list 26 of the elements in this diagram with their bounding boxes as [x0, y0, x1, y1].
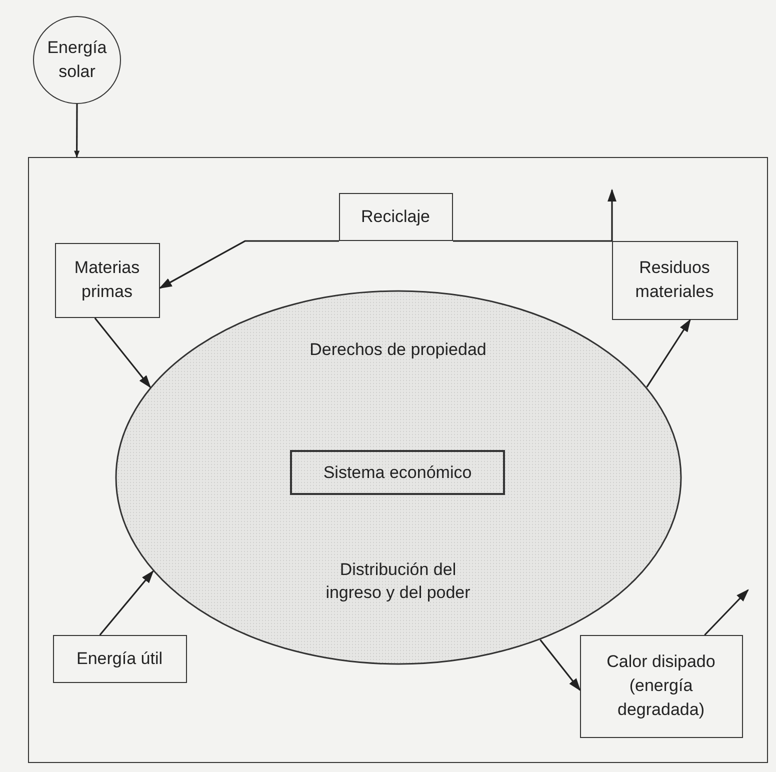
arrow: [704, 589, 749, 636]
arrow: [540, 639, 581, 692]
input-box: [54, 242, 160, 318]
node-label: Derechos de propiedad: [308, 338, 488, 360]
node-label: Reciclaje: [361, 206, 430, 228]
output-box: [580, 634, 742, 738]
arrow: [646, 318, 691, 388]
node-label: Calor disipado (energía degradada): [606, 651, 716, 721]
arrow: [158, 240, 339, 289]
arrow: [607, 188, 617, 241]
source-circle: [33, 16, 121, 104]
arrow: [74, 104, 80, 158]
system-boundary-box: [28, 157, 768, 763]
node-label: Energía útil: [76, 648, 162, 670]
node-label: Materias primas: [73, 257, 141, 303]
node-label: Sistema económico: [323, 462, 472, 484]
node-label: Residuos materiales: [634, 257, 715, 303]
arrow: [99, 570, 154, 636]
process-box: [338, 192, 452, 240]
arrow: [94, 318, 151, 388]
connector-line: [453, 240, 612, 242]
core-box: [290, 450, 505, 495]
node-label: Energía solar: [46, 37, 108, 83]
node-label: Distribución del ingreso y del poder: [324, 558, 472, 604]
input-box: [52, 634, 186, 682]
output-box: [612, 240, 738, 320]
